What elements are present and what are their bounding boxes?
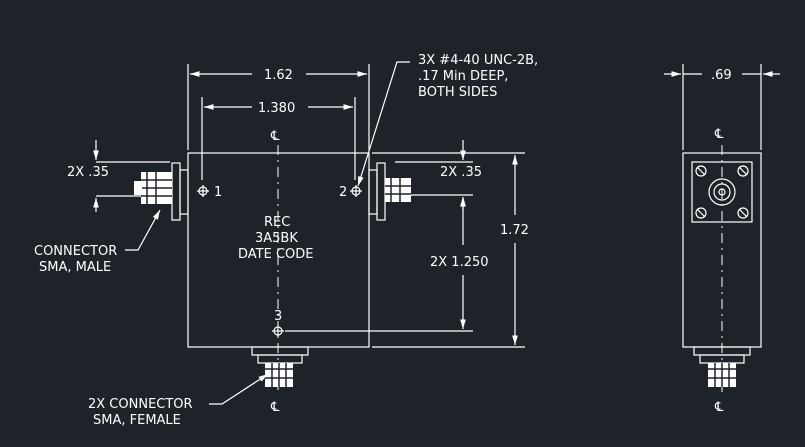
port-1-label: 1 — [214, 185, 222, 200]
male-note-leader — [125, 209, 161, 251]
mounting-hole-2 — [350, 185, 362, 197]
hole-note-line1: 3X #4-40 UNC-2B, — [418, 53, 538, 68]
port-2-label: 2 — [339, 185, 347, 200]
side-bottom-connector — [693, 346, 751, 387]
sma-male-connector — [134, 162, 189, 221]
dim-hole-spacing-text: 1.380 — [258, 101, 295, 116]
female-note-line1: 2X CONNECTOR — [88, 397, 193, 412]
centerline-symbol-bottom: ℄ — [270, 400, 280, 415]
mounting-hole-3 — [272, 325, 284, 337]
male-note-line1: CONNECTOR — [34, 244, 117, 259]
sma-female-connector-right — [368, 162, 411, 221]
female-note-leader — [209, 373, 269, 405]
part-label-line2: 3A5BK — [255, 231, 298, 246]
sma-female-connector-bottom — [251, 346, 309, 387]
male-note-line2: SMA, MALE — [39, 260, 111, 275]
side-view: ℄ ℄ .69 — [664, 64, 780, 415]
hole-note-line2: .17 Min DEEP, — [418, 69, 508, 84]
hole-note-line3: BOTH SIDES — [418, 85, 497, 100]
side-connector-flange — [691, 161, 753, 223]
dim-width-text: 1.62 — [264, 68, 293, 83]
centerline-symbol-top: ℄ — [270, 129, 280, 144]
part-label-line1: REC — [264, 215, 290, 230]
dim-right-connector-text: 2X .35 — [440, 165, 482, 180]
dim-left-connector-text: 2X .35 — [67, 165, 109, 180]
front-view: ℄ ℄ 1.62 1.380 1.72 2X 1.250 2 — [34, 53, 538, 428]
part-label-line3: DATE CODE — [238, 247, 314, 262]
dim-height-text: 1.72 — [500, 223, 529, 238]
side-centerline-symbol-bottom: ℄ — [714, 400, 724, 415]
female-note-line2: SMA, FEMALE — [93, 413, 181, 428]
side-centerline-symbol-top: ℄ — [714, 127, 724, 142]
dim-depth-text: .69 — [711, 68, 732, 83]
mounting-hole-1 — [197, 185, 209, 197]
port-3-label: 3 — [274, 309, 282, 324]
hole-note-leader — [357, 61, 410, 187]
dim-port-spacing-text: 2X 1.250 — [430, 255, 489, 270]
